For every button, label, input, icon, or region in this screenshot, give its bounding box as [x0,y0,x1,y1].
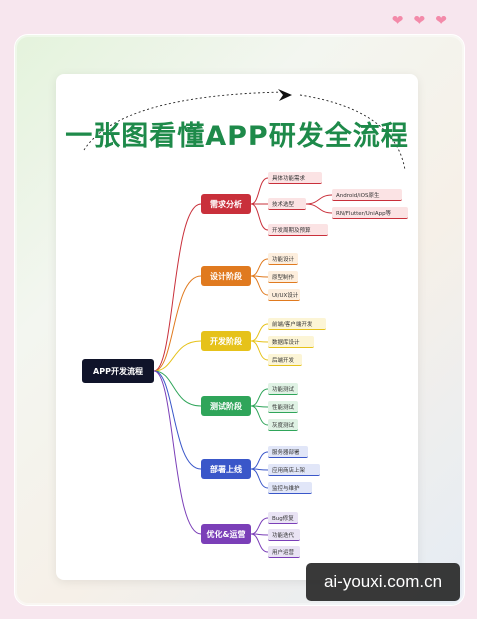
leaf-node: 功能设计 [268,253,298,265]
leaf-node: Bug修复 [268,512,298,524]
leaf-connector [250,323,269,342]
leaf-node: 开发周期及预算 [268,224,328,236]
heart-icon: ❤ [435,13,447,29]
leaf-node: 前端/客户端开发 [268,318,326,330]
root-node: APP开发流程 [82,359,154,383]
category-node: 优化&运营 [201,524,251,544]
mindmap-card [56,74,418,580]
leaf-connector [250,405,269,426]
leaf-connector [250,388,269,407]
heart-icon: ❤ [391,13,404,29]
branch-connector [153,275,202,372]
category-node: 部署上线 [201,459,251,479]
leaf-connector [250,203,269,231]
leaf-node: 功能迭代 [268,529,300,541]
paper-plane-icon [278,89,292,101]
leaf-node: 具体功能需求 [268,172,322,184]
category-node: 测试阶段 [201,396,251,416]
page-title: 一张图看懂APP研发全流程 [65,121,409,152]
branch-connector [153,340,202,372]
leaf-connector [250,177,269,205]
leaf-node: 技术选型 [268,198,306,210]
category-node: 需求分析 [201,194,251,214]
leaf-connector [250,275,269,296]
sub-leaf-node: Android/iOS原生 [332,189,402,201]
watermark: ai-youxi.com.cn [306,563,460,601]
branch-connector [153,370,202,470]
branch-connector [153,203,202,372]
leaf-node: 后端开发 [268,354,302,366]
leaf-node: 应用商店上架 [268,464,320,476]
leaf-node: UI/UX设计 [268,289,300,301]
leaf-node: 数据库设计 [268,336,314,348]
leaf-connector [250,468,269,489]
leaf-node: 监控与维护 [268,482,312,494]
leaf-connector [250,340,269,361]
hearts-decoration: ❤ ❤ ❤ [392,14,447,28]
sub-connector [305,194,333,205]
leaf-connector [250,451,269,470]
leaf-node: 功能测试 [268,383,298,395]
leaf-node: 性能测试 [268,401,298,413]
leaf-node: 灰度测试 [268,419,298,431]
leaf-connector [250,517,269,535]
leaf-connector [250,533,269,553]
sub-leaf-node: RN/Flutter/UniApp等 [332,207,408,219]
heart-icon: ❤ [413,13,426,29]
leaf-node: 原型制作 [268,271,298,283]
leaf-node: 服务器部署 [268,446,308,458]
sub-connector [305,203,333,214]
category-node: 设计阶段 [201,266,251,286]
branch-connector [153,370,202,407]
category-node: 开发阶段 [201,331,251,351]
leaf-connector [250,258,269,277]
branch-connector [153,370,202,535]
leaf-node: 用户运营 [268,546,300,558]
